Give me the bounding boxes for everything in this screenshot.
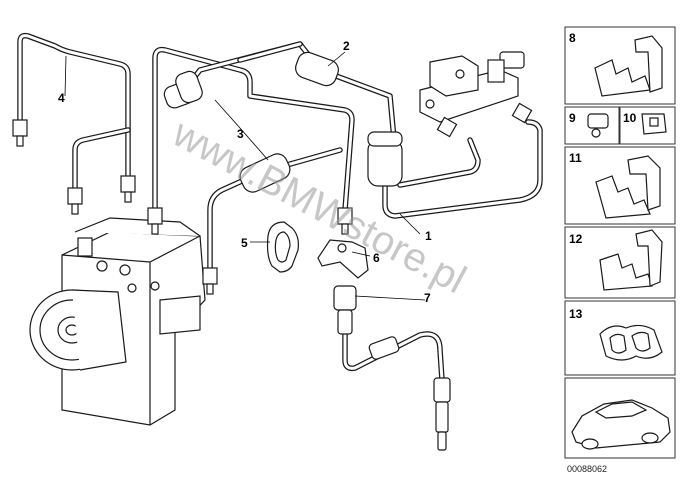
- side-panel-column: 8 9 10 11 12: [564, 26, 676, 474]
- pipe-nuts: [12, 102, 533, 295]
- abs-hydraulic-unit: [29, 217, 206, 426]
- panel-11-number: 11: [569, 151, 582, 165]
- callout-leaders: [64, 51, 426, 301]
- grommet-part: [266, 221, 299, 273]
- panel-9-number: 9: [569, 111, 576, 125]
- callout-2: 2: [343, 39, 350, 53]
- clip-9-icon: [587, 113, 609, 138]
- clip-11-icon: [595, 155, 661, 219]
- panel-12-number: 12: [569, 232, 583, 246]
- car-icon: [571, 399, 671, 450]
- brake-hose-part: [333, 285, 451, 451]
- callout-5: 5: [241, 236, 248, 250]
- clip-10-icon: [641, 113, 667, 135]
- callout-7: 7: [424, 291, 431, 305]
- callout-4: 4: [58, 91, 65, 105]
- clip-13-icon: [599, 324, 663, 361]
- callout-3: 3: [237, 127, 244, 141]
- callout-1: 1: [425, 229, 432, 243]
- clip-12-icon: [599, 229, 663, 291]
- hose-fittings: [163, 51, 403, 193]
- bracket-part: [317, 239, 369, 279]
- panel-8-number: 8: [569, 31, 576, 45]
- panel-10-number: 10: [623, 111, 637, 125]
- callout-numbers: 1 2 3 4 5 6 7: [58, 39, 432, 305]
- panel-13-number: 13: [569, 307, 583, 321]
- clip-8-icon: [594, 35, 663, 97]
- drawing-number: 00088062: [567, 464, 607, 474]
- callout-6: 6: [373, 251, 380, 265]
- brake-distributor: [419, 51, 525, 123]
- panel-9: [564, 106, 620, 145]
